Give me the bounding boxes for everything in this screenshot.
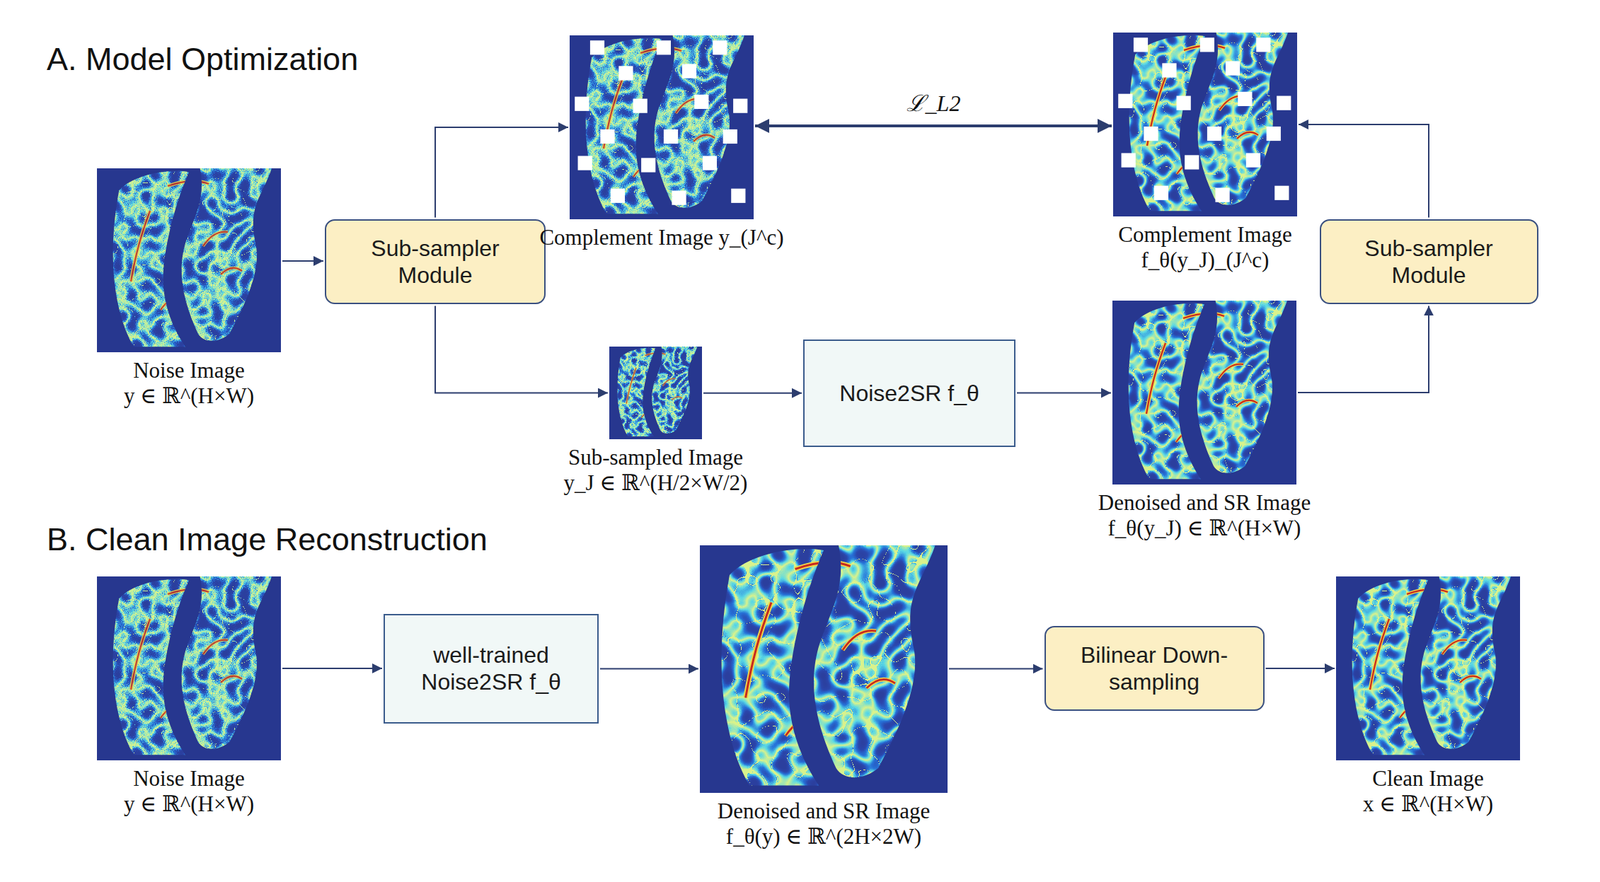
module-box: Bilinear Down-sampling	[1044, 626, 1265, 712]
arrow-connector	[282, 668, 383, 670]
caption: Sub-sampled Imagey_J ∈ ℝ^(H/2×W/2)	[563, 445, 748, 496]
arrow-connector	[600, 668, 699, 671]
caption-text: Clean Image	[1362, 766, 1494, 792]
box-label: Sub-sampler Module	[1333, 234, 1525, 290]
section-title: A. Model Optimization	[46, 41, 359, 78]
caption-text: f_θ(y_J) ∈ ℝ^(H×W)	[1098, 515, 1311, 542]
noisy-image	[96, 576, 281, 761]
arrow-connector	[948, 668, 1044, 671]
box-label: Bilinear Down-sampling	[1058, 641, 1251, 697]
network-box: well-trained Noise2SR f_θ	[383, 614, 599, 724]
denoised-image	[1113, 32, 1298, 217]
caption-text: Complement Image	[1118, 222, 1292, 248]
image-panel: Complement Imagef_θ(y_J)_(J^c)	[1113, 32, 1298, 217]
caption-text: f_θ(y_J)_(J^c)	[1118, 247, 1292, 274]
arrow-connector	[1298, 124, 1429, 218]
caption-text: Noise Image	[123, 358, 255, 384]
image-panel: Clean Imagex ∈ ℝ^(H×W)	[1336, 576, 1521, 761]
box-label: Noise2SR f_θ	[839, 380, 979, 407]
arrow-connector	[435, 305, 608, 393]
caption-text: x ∈ ℝ^(H×W)	[1362, 791, 1494, 818]
image-panel: Denoised and SR Imagef_θ(y_J) ∈ ℝ^(H×W)	[1112, 300, 1297, 485]
noisy-image	[96, 168, 281, 353]
caption-text: Denoised and SR Image	[1098, 490, 1311, 516]
arrow-connector	[755, 124, 1112, 128]
network-box: Noise2SR f_θ	[803, 339, 1016, 448]
module-box: Sub-sampler Module	[1319, 219, 1539, 305]
caption: Complement Imagef_θ(y_J)_(J^c)	[1118, 222, 1292, 273]
caption-text: Sub-sampled Image	[563, 445, 748, 471]
mask-squares	[1118, 37, 1291, 203]
sr-image	[699, 545, 948, 794]
arrow-connector	[703, 392, 802, 395]
caption-text: y ∈ ℝ^(H×W)	[123, 791, 255, 818]
caption: Clean Imagex ∈ ℝ^(H×W)	[1362, 766, 1494, 817]
caption-text: f_θ(y) ∈ ℝ^(2H×2W)	[717, 824, 930, 850]
arrow-connector	[1297, 305, 1429, 393]
caption: Denoised and SR Imagef_θ(y) ∈ ℝ^(2H×2W)	[717, 798, 930, 850]
clean-image	[1336, 576, 1521, 761]
subsampled-image	[609, 346, 702, 440]
caption: Noise Imagey ∈ ℝ^(H×W)	[123, 766, 255, 817]
caption: Noise Imagey ∈ ℝ^(H×W)	[123, 358, 255, 409]
arrow-connector	[435, 127, 569, 218]
arrow-connector	[1265, 668, 1336, 670]
image-panel: Denoised and SR Imagef_θ(y) ∈ ℝ^(2H×2W)	[699, 545, 948, 794]
loss-label: ℒ_L2	[903, 87, 964, 118]
box-label: Sub-sampler Module	[338, 234, 532, 290]
caption-text: Complement Image y_(J^c)	[539, 225, 784, 251]
mask-squares	[574, 40, 748, 206]
arrow-connector	[282, 260, 324, 262]
section-title: B. Clean Image Reconstruction	[46, 521, 488, 559]
noisy-image	[569, 35, 754, 220]
image-panel: Noise Imagey ∈ ℝ^(H×W)	[96, 168, 281, 353]
caption-text: y ∈ ℝ^(H×W)	[123, 383, 255, 410]
caption: Complement Image y_(J^c)	[539, 225, 784, 251]
caption-text: y_J ∈ ℝ^(H/2×W/2)	[563, 470, 748, 497]
caption: Denoised and SR Imagef_θ(y_J) ∈ ℝ^(H×W)	[1098, 490, 1311, 541]
denoised-image	[1112, 300, 1297, 485]
module-box: Sub-sampler Module	[324, 219, 546, 305]
image-panel: Noise Imagey ∈ ℝ^(H×W)	[96, 576, 281, 761]
image-panel: Complement Image y_(J^c)	[569, 35, 754, 220]
box-label: well-trained Noise2SR f_θ	[397, 641, 585, 697]
caption-text: Denoised and SR Image	[717, 798, 930, 825]
arrow-connector	[1016, 392, 1112, 395]
caption-text: Noise Image	[123, 766, 255, 792]
image-panel: Sub-sampled Imagey_J ∈ ℝ^(H/2×W/2)	[609, 346, 702, 440]
